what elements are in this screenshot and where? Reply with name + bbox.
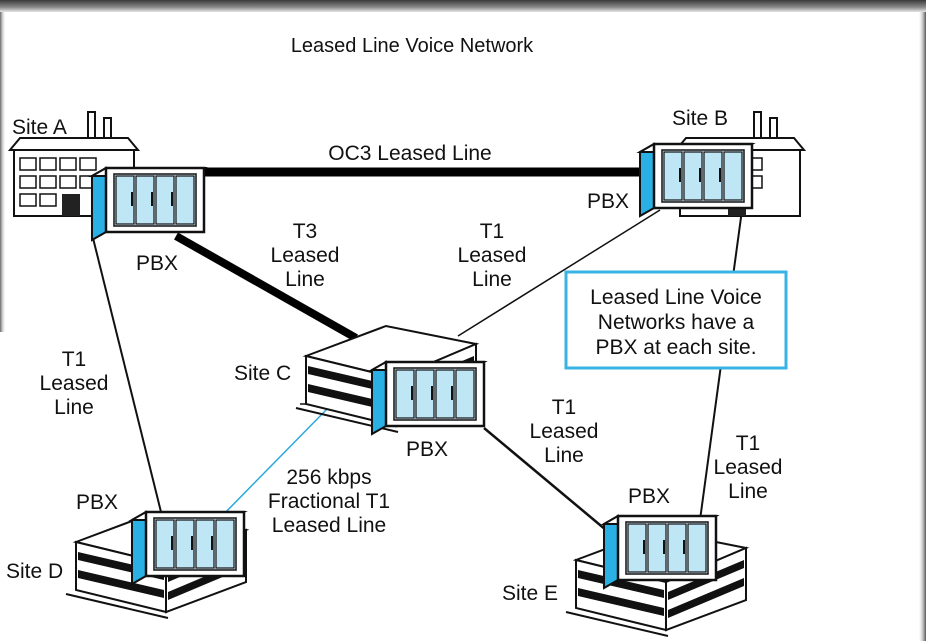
pbx-icon <box>90 166 206 242</box>
fractional-link-label: 256 kbps Fractional T1 Leased Line <box>268 466 390 537</box>
t1-be-link-label: T1 Leased Line <box>714 432 783 503</box>
t3-link-label: T3 Leased Line <box>271 220 340 291</box>
pbx-c-label: PBX <box>406 438 448 461</box>
pbx-e-label: PBX <box>628 485 670 508</box>
site-e-label: Site E <box>502 582 558 605</box>
t3-label-line-3: Line <box>285 268 325 291</box>
pbx-b-label: PBX <box>587 190 629 213</box>
oc3-link-label: OC3 Leased Line <box>328 142 491 165</box>
diagram-title: Leased Line Voice Network <box>291 35 534 57</box>
site-e: Site E PBX <box>502 485 747 637</box>
t1-cb-label-line-1: T1 <box>480 220 505 243</box>
t1-be-label-line-3: Line <box>728 480 768 503</box>
pbx-icon <box>638 142 754 218</box>
t3-label-line-2: Leased <box>271 244 340 267</box>
t1-cb-label-line-2: Leased <box>458 244 527 267</box>
t1-ad-label-line-3: Line <box>54 396 94 419</box>
site-b: Site B PBX <box>587 107 805 218</box>
link-t1-c-e <box>483 427 607 531</box>
link-t1-c-b <box>457 209 661 337</box>
site-b-label: Site B <box>672 107 728 130</box>
site-a: Site A PBX <box>9 111 206 275</box>
pbx-icon <box>370 360 486 436</box>
site-d-label: Site D <box>6 560 63 583</box>
t1-ad-link-label: T1 Leased Line <box>40 348 109 419</box>
t1-be-label-line-2: Leased <box>714 456 783 479</box>
t3-label-line-1: T3 <box>293 220 318 243</box>
t1-ce-label-line-1: T1 <box>552 396 577 419</box>
callout-border <box>564 270 788 370</box>
pbx-icon <box>130 510 246 586</box>
callout-box: Leased Line Voice Networks have a PBX at… <box>564 270 788 370</box>
link-fractional-c-d <box>217 405 331 521</box>
fractional-label-line-1: 256 kbps <box>286 466 371 489</box>
site-c: Site C PBX <box>234 325 486 461</box>
t1-ad-label-line-2: Leased <box>40 372 109 395</box>
pbx-icon <box>602 514 718 590</box>
callout-line-1: Leased Line Voice <box>590 286 762 309</box>
t1-cb-label-line-3: Line <box>472 268 512 291</box>
t1-be-label-line-1: T1 <box>736 432 761 455</box>
t1-cb-link-label: T1 Leased Line <box>458 220 527 291</box>
right-edge-shadow <box>918 12 926 641</box>
t1-ad-label-line-1: T1 <box>62 348 87 371</box>
left-edge-shadow <box>0 12 6 332</box>
site-d: Site D PBX <box>6 491 247 619</box>
site-c-label: Site C <box>234 362 291 385</box>
t1-ce-label-line-3: Line <box>544 444 584 467</box>
pbx-d-label: PBX <box>76 491 118 514</box>
pbx-a-label: PBX <box>136 252 178 275</box>
header-band <box>0 0 926 12</box>
link-t1-a-d <box>91 233 163 517</box>
site-a-label: Site A <box>12 116 67 139</box>
fractional-label-line-3: Leased Line <box>272 514 386 537</box>
fractional-label-line-2: Fractional T1 <box>268 490 390 513</box>
callout-line-2: Networks have a <box>598 311 755 334</box>
t1-ce-link-label: T1 Leased Line <box>530 396 599 467</box>
callout-line-3: PBX at each site. <box>595 336 756 359</box>
link-t3-a-c <box>174 232 358 342</box>
t1-ce-label-line-2: Leased <box>530 420 599 443</box>
